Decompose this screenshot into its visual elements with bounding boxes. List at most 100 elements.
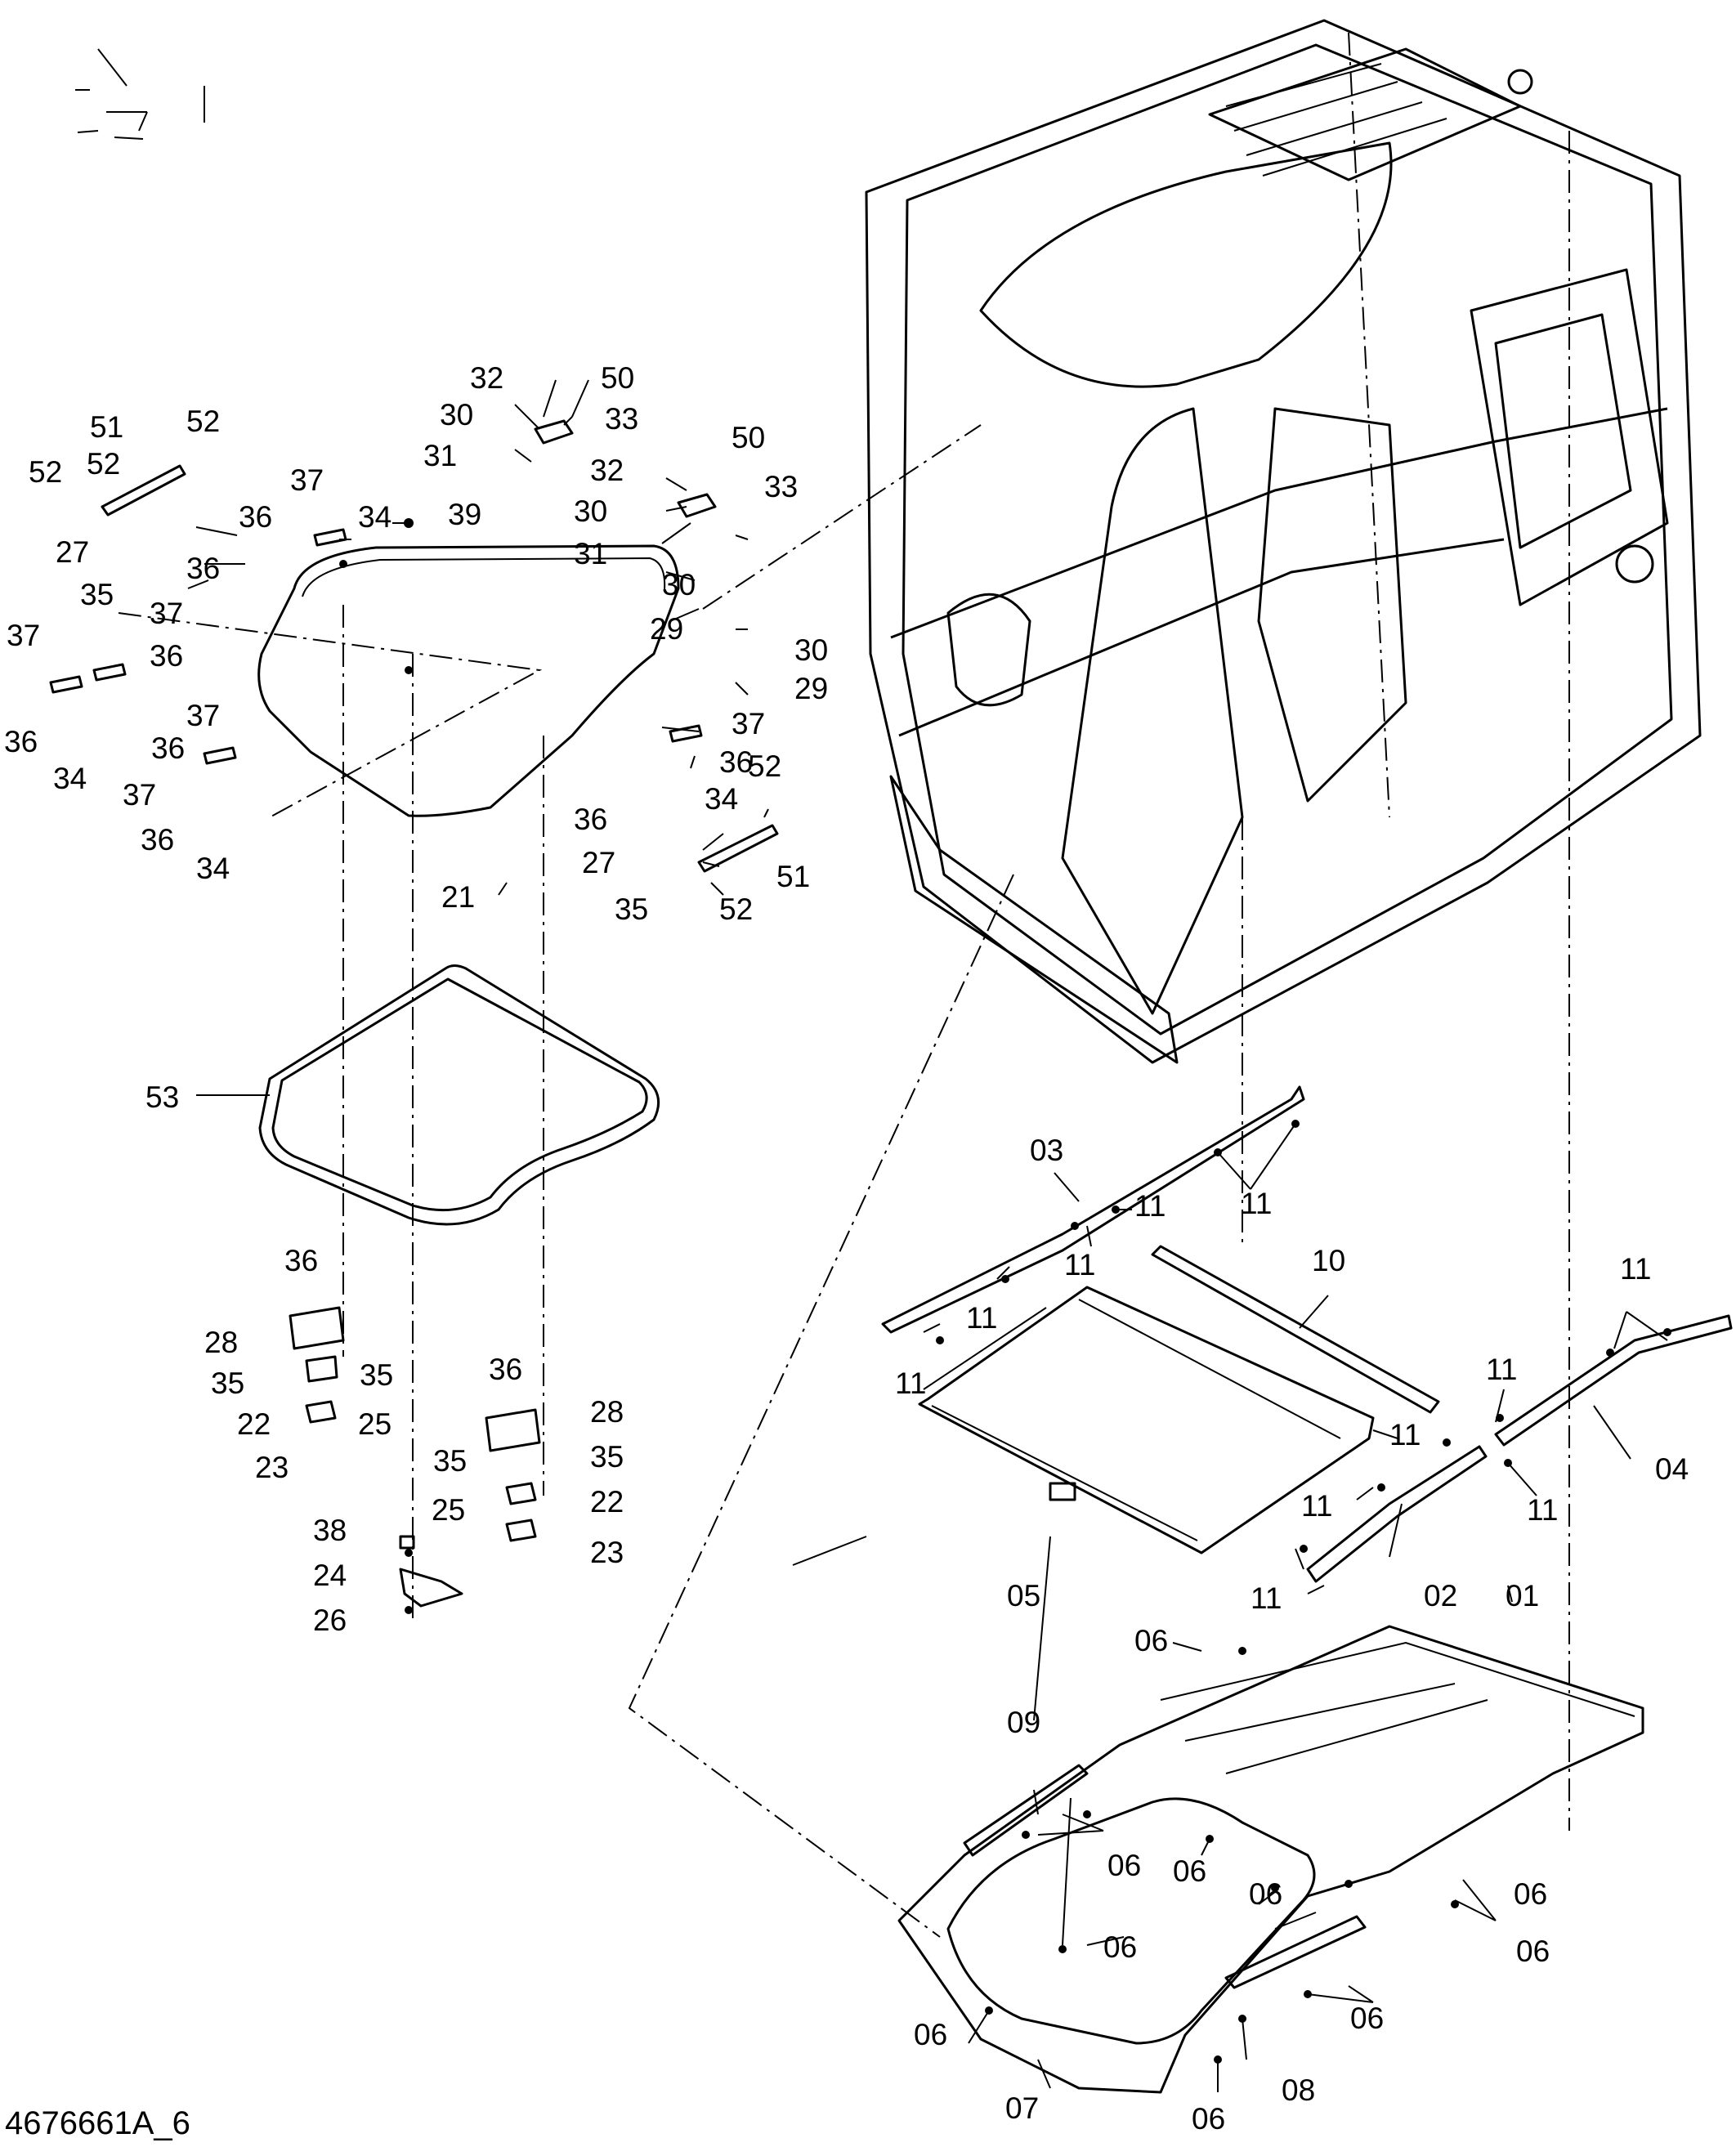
callout-label: 33 bbox=[764, 470, 798, 503]
callout-label: 06 bbox=[1103, 1930, 1137, 1964]
callout-label: 37 bbox=[290, 463, 324, 497]
callout-label: 06 bbox=[1107, 1849, 1141, 1882]
callout-label: 34 bbox=[358, 500, 391, 534]
callout-label: 37 bbox=[150, 597, 183, 630]
callout-label: 30 bbox=[794, 633, 828, 667]
callout-label: 27 bbox=[582, 846, 615, 879]
callout-label: 50 bbox=[601, 361, 634, 395]
callout-labels: 52 51 52 52 27 36 35 37 36 34 39 32 50 3… bbox=[4, 361, 1689, 2136]
callout-label: 34 bbox=[53, 762, 87, 795]
callout-label: 02 bbox=[1424, 1579, 1457, 1612]
hinge-hardware-top bbox=[49, 419, 779, 873]
callout-label: 36 bbox=[4, 725, 38, 758]
leader-lines bbox=[75, 48, 1668, 2092]
callout-label: 22 bbox=[237, 1407, 271, 1441]
callout-label: 28 bbox=[590, 1395, 624, 1429]
callout-label: 06 bbox=[1249, 1877, 1282, 1911]
callout-label: 35 bbox=[360, 1358, 393, 1392]
trim-04 bbox=[1494, 1314, 1733, 1447]
callout-label: 35 bbox=[211, 1366, 244, 1400]
callout-label: 36 bbox=[239, 500, 272, 534]
callout-label: 36 bbox=[574, 803, 607, 836]
callout-label: 35 bbox=[80, 578, 114, 611]
callout-label: 31 bbox=[574, 537, 607, 570]
callout-label: 52 bbox=[29, 455, 62, 489]
callout-label: 25 bbox=[432, 1493, 465, 1527]
callout-label: 25 bbox=[358, 1407, 391, 1441]
callout-label: 31 bbox=[423, 439, 457, 472]
fastener-dots bbox=[339, 518, 1671, 2064]
callout-label: 29 bbox=[794, 672, 828, 705]
callout-label: 21 bbox=[441, 880, 475, 914]
drawing-id-label: 4676661A_6 bbox=[5, 2105, 190, 2141]
callout-label: 36 bbox=[186, 552, 220, 585]
callout-label: 36 bbox=[151, 731, 185, 765]
callout-label: 05 bbox=[1007, 1579, 1040, 1612]
callout-label: 53 bbox=[145, 1080, 179, 1114]
callout-label: 09 bbox=[1007, 1706, 1040, 1739]
assembly-guide-lines bbox=[118, 32, 1570, 1938]
callout-label: 51 bbox=[90, 410, 123, 444]
callout-label: 01 bbox=[1506, 1579, 1539, 1612]
callout-label: 23 bbox=[255, 1451, 289, 1484]
callout-label: 10 bbox=[1312, 1244, 1345, 1277]
callout-label: 33 bbox=[605, 402, 638, 436]
callout-label: 11 bbox=[1134, 1189, 1166, 1223]
trim-03 bbox=[881, 1085, 1305, 1334]
callout-label: 23 bbox=[590, 1536, 624, 1569]
callout-label: 52 bbox=[748, 749, 781, 783]
callout-label: 36 bbox=[284, 1244, 318, 1277]
callout-label: 32 bbox=[590, 454, 624, 487]
callout-label: 37 bbox=[186, 699, 220, 732]
callout-label: 04 bbox=[1655, 1452, 1689, 1486]
callout-label: 35 bbox=[590, 1440, 624, 1474]
callout-label: 11 bbox=[1527, 1493, 1558, 1527]
callout-label: 06 bbox=[914, 2018, 947, 2051]
callout-label: 22 bbox=[590, 1485, 624, 1519]
callout-label: 35 bbox=[433, 1444, 467, 1478]
callout-label: 11 bbox=[1241, 1187, 1272, 1220]
callout-label: 34 bbox=[705, 782, 738, 816]
callout-label: 35 bbox=[615, 892, 648, 926]
callout-label: 30 bbox=[662, 568, 696, 602]
callout-label: 30 bbox=[574, 494, 607, 528]
callout-label: 27 bbox=[56, 535, 89, 569]
headliner-05 bbox=[918, 1286, 1375, 1554]
callout-label: 06 bbox=[1516, 1935, 1550, 1968]
callout-label: 11 bbox=[1301, 1489, 1332, 1523]
callout-label: 07 bbox=[1005, 2091, 1039, 2125]
callout-label: 52 bbox=[719, 892, 753, 926]
callout-label: 36 bbox=[489, 1353, 522, 1386]
callout-label: 52 bbox=[186, 405, 220, 438]
callout-label: 11 bbox=[966, 1301, 997, 1335]
callout-label: 38 bbox=[313, 1514, 347, 1547]
callout-label: 26 bbox=[313, 1604, 347, 1637]
callout-label: 36 bbox=[141, 823, 174, 857]
hinge-hardware-bottom bbox=[289, 1306, 541, 1608]
callout-label: 37 bbox=[7, 619, 40, 652]
callout-label: 06 bbox=[1134, 1624, 1168, 1657]
callout-label: 11 bbox=[1486, 1353, 1517, 1386]
callout-label: 30 bbox=[440, 398, 473, 432]
callout-label: 50 bbox=[732, 421, 765, 454]
callout-label: 08 bbox=[1282, 2073, 1315, 2107]
callout-label: 11 bbox=[1389, 1418, 1421, 1451]
callout-label: 06 bbox=[1350, 2002, 1384, 2035]
callout-label: 06 bbox=[1514, 1877, 1547, 1911]
callout-label: 29 bbox=[650, 612, 683, 646]
callout-label: 11 bbox=[895, 1366, 926, 1400]
callout-label: 24 bbox=[313, 1559, 347, 1592]
callout-label: 36 bbox=[719, 745, 753, 779]
window-seal-53 bbox=[258, 964, 660, 1226]
window-glass-21 bbox=[257, 544, 680, 817]
trim-10 bbox=[1151, 1245, 1440, 1414]
callout-label: 28 bbox=[204, 1326, 238, 1359]
callout-label: 37 bbox=[732, 707, 765, 740]
callout-label: 51 bbox=[776, 860, 810, 893]
callout-label: 06 bbox=[1173, 1854, 1206, 1888]
cab-frame bbox=[865, 19, 1702, 1064]
callout-label: 32 bbox=[470, 361, 503, 395]
callout-label: 36 bbox=[150, 639, 183, 673]
callout-label: 06 bbox=[1192, 2102, 1225, 2136]
